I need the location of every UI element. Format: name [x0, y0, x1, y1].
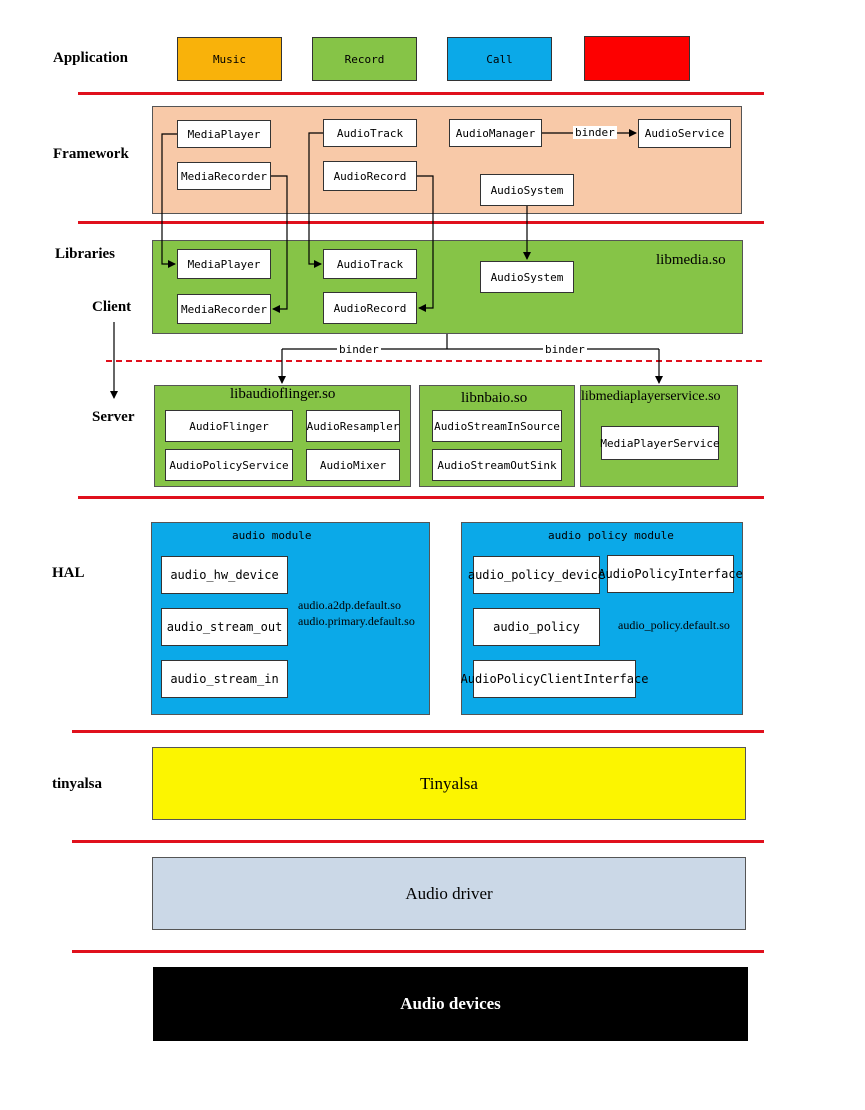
layer-label-application: Application — [53, 50, 129, 66]
binder-label-left: binder — [337, 343, 381, 356]
sv-audio-mixer: AudioMixer — [306, 449, 400, 481]
fw-binder-label: binder — [573, 126, 617, 139]
sv-audio-stream-in-source: AudioStreamInSource — [432, 410, 562, 442]
hal-audio-policy-client-interface: AudioPolicyClientInterface — [461, 660, 648, 698]
audio-devices-box: Audio devices — [153, 967, 748, 1041]
layer-label-hal: HAL — [52, 565, 85, 581]
audio-driver-box: Audio driver — [152, 857, 746, 930]
app-fourth — [584, 36, 690, 81]
app-music: Music — [177, 37, 282, 81]
separator-application — [78, 92, 764, 95]
hal-audio-stream-in: audio_stream_in — [161, 660, 288, 698]
hal-audio-stream-out: audio_stream_out — [161, 608, 288, 646]
lib-media-recorder: MediaRecorder — [177, 294, 271, 324]
fw-audio-manager: AudioManager — [449, 119, 542, 147]
sv-audio-flinger: AudioFlinger — [165, 410, 293, 442]
fw-audio-service: AudioService — [638, 119, 731, 148]
lib-audio-record: AudioRecord — [323, 292, 417, 324]
lib-media-player: MediaPlayer — [177, 249, 271, 279]
hal-audio-policy-device: audio_policy_device — [468, 556, 605, 594]
separator-framework — [78, 221, 764, 224]
sv-audio-policy-service: AudioPolicyService — [165, 449, 293, 481]
hal-audio-module-title: audio module — [232, 529, 312, 542]
layer-label-client: Client — [92, 299, 132, 315]
app-record: Record — [312, 37, 417, 81]
hal-audio-policy-interface: AudioPolicyInterface — [598, 555, 743, 593]
sv-media-player-service: MediaPlayerService — [600, 426, 720, 460]
libnbaio-title: libnbaio.so — [461, 390, 528, 406]
layer-label-framework: Framework — [53, 146, 129, 162]
hal-audio-hw-device: audio_hw_device — [161, 556, 288, 594]
libmedia-title: libmedia.so — [656, 252, 726, 268]
fw-media-player: MediaPlayer — [177, 120, 271, 148]
lib-audio-track: AudioTrack — [323, 249, 417, 279]
separator-hal — [72, 730, 764, 733]
layer-label-libraries: Libraries — [55, 246, 115, 262]
fw-audio-track: AudioTrack — [323, 119, 417, 147]
hal-lib-policy-default: audio_policy.default.so — [618, 618, 730, 632]
layer-label-tinyalsa: tinyalsa — [52, 776, 103, 792]
hal-audio-policy: audio_policy — [473, 608, 600, 646]
fw-audio-record: AudioRecord — [323, 161, 417, 191]
fw-audio-system: AudioSystem — [480, 174, 574, 206]
app-call: Call — [447, 37, 552, 81]
binder-label-right: binder — [543, 343, 587, 356]
sv-audio-stream-out-sink: AudioStreamOutSink — [432, 449, 562, 481]
sv-audio-resampler: AudioResampler — [306, 410, 400, 442]
lib-audio-system: AudioSystem — [480, 261, 574, 293]
libmediaplayerservice-title: libmediaplayerservice.so — [581, 389, 721, 404]
fw-media-recorder: MediaRecorder — [177, 162, 271, 190]
separator-client-server — [106, 360, 762, 362]
hal-policy-module-title: audio policy module — [548, 529, 674, 542]
tinyalsa-box: Tinyalsa — [152, 747, 746, 820]
layer-label-server: Server — [92, 409, 135, 425]
libaudioflinger-title: libaudioflinger.so — [230, 386, 336, 402]
separator-driver — [72, 950, 764, 953]
separator-server — [78, 496, 764, 499]
hal-lib-a2dp: audio.a2dp.default.so — [298, 598, 401, 612]
separator-tinyalsa — [72, 840, 764, 843]
hal-lib-primary: audio.primary.default.so — [298, 614, 415, 628]
